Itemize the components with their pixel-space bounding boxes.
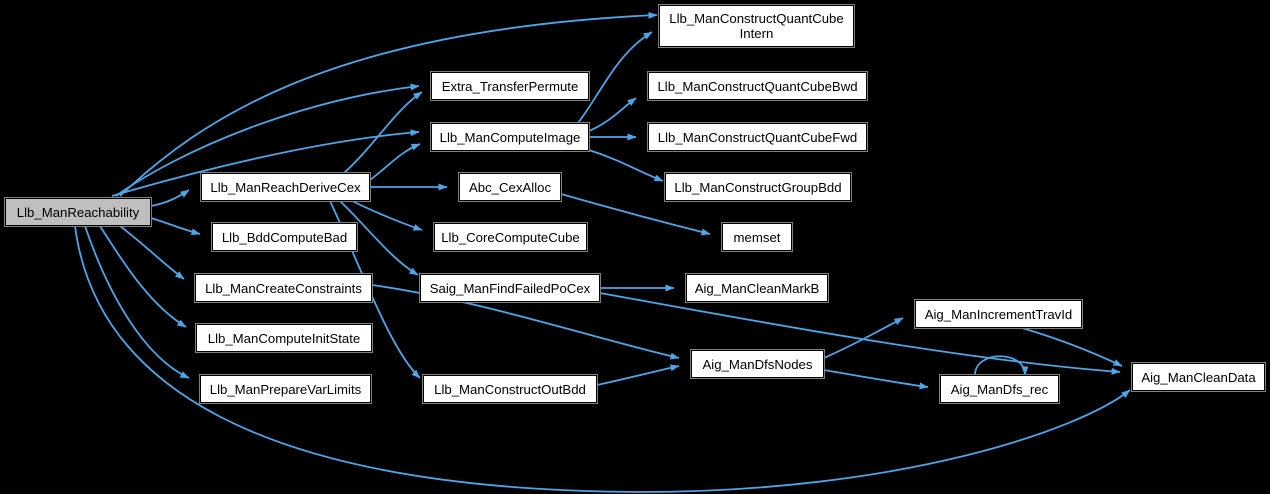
node-label: Aig_ManIncrementTravId [924,306,1073,322]
node-label: Extra_TransferPermute [441,78,579,94]
node-llb_bddcomputebad[interactable]: Llb_BddComputeBad [211,222,358,252]
node-label: Aig_ManDfs_rec [950,381,1049,397]
edge-n0-to-n6 [150,189,190,207]
edge-n4-to-n2 [588,97,637,132]
node-llb_mancreateconstraints[interactable]: Llb_ManCreateConstraints [194,273,373,303]
node-aig_mandfsnodes[interactable]: Aig_ManDfsNodes [690,349,825,379]
node-aig_mancleandata[interactable]: Aig_ManCleanData [1131,362,1266,392]
edge-n0-to-n1 [119,11,658,197]
edge-n0-to-n15 [99,225,187,328]
edge-n0-to-n4 [111,129,420,197]
node-label: Llb_ManConstructOutBdd [434,381,586,397]
node-label: Llb_ManPrepareVarLimits [209,381,362,397]
edge-paths [74,11,1131,493]
node-label: Aig_ManCleanMarkB [694,280,820,296]
node-memset[interactable]: memset [721,222,793,252]
node-label: Llb_ManConstructQuantCube Intern [669,11,844,41]
node-aig_manincrementtravid[interactable]: Aig_ManIncrementTravId [914,299,1083,329]
node-label: Llb_ManReachability [16,204,140,220]
node-llb_mancomputeimage[interactable]: Llb_ManComputeImage [430,122,590,152]
node-label: Llb_ManComputeImage [439,129,581,145]
edge-n0-to-n3 [115,83,420,197]
node-label: Llb_ManReachDeriveCex [210,179,361,195]
node-llb_mancomputeinitstate[interactable]: Llb_ManComputeInitState [195,323,373,353]
edge-n16-to-n18 [1021,327,1123,367]
node-label: Llb_ManComputeInitState [207,330,361,346]
node-label: Llb_CoreComputeCube [441,229,580,245]
edge-n6-to-n10 [351,200,423,231]
edge-n17-to-n21 [823,369,929,390]
node-label: Llb_ManCreateConstraints [205,280,362,296]
node-llb_manconstructoutbdd[interactable]: Llb_ManConstructOutBdd [422,374,598,404]
node-llb_manreachderivecex[interactable]: Llb_ManReachDeriveCex [200,172,371,202]
node-label: Aig_ManCleanData [1141,369,1256,385]
edge-n0-to-n19 [84,225,190,379]
node-label: Llb_BddComputeBad [221,229,348,245]
node-extra_transferpermute[interactable]: Extra_TransferPermute [430,71,590,101]
edge-n6-to-n4 [369,143,421,181]
edge-n13-to-n18 [599,292,1121,375]
node-label: Abc_CexAlloc [468,179,552,195]
edge-n6-to-n3 [343,91,423,174]
node-llb_manconstructquantcubebwd[interactable]: Llb_ManConstructQuantCubeBwd [647,71,868,101]
edge-n0-to-n12 [119,225,185,280]
node-label: Llb_ManConstructQuantCubeFwd [657,129,858,145]
edge-n4-to-n1 [577,31,653,124]
edge-n20-to-n17 [596,364,680,386]
node-llb_corecomputecube[interactable]: Llb_CoreComputeCube [433,222,588,252]
edge-n17-to-n16 [823,317,904,359]
edge-n12-to-n17 [371,284,680,360]
node-label: memset [733,229,781,245]
node-llb_manpreparevarlimits[interactable]: Llb_ManPrepareVarLimits [199,374,372,404]
node-label: Aig_ManDfsNodes [702,356,813,372]
node-saig_manfindfailedpocex[interactable]: Saig_ManFindFailedPoCex [419,273,601,303]
edge-n4-to-n8 [588,149,664,182]
node-aig_mancleanmarkb[interactable]: Aig_ManCleanMarkB [685,273,829,303]
node-label: Llb_ManConstructQuantCubeBwd [657,78,858,94]
edge-n0-to-n18 [74,225,1131,493]
edge-n0-to-n9 [150,217,201,236]
node-llb_manreachability[interactable]: Llb_ManReachability [4,197,152,227]
node-aig_mandfs_rec[interactable]: Aig_ManDfs_rec [939,374,1060,404]
node-llb_manconstructquantcubeintern[interactable]: Llb_ManConstructQuantCube Intern [658,4,855,48]
edge-n21-to-n21 [974,355,1029,376]
node-label: Saig_ManFindFailedPoCex [429,280,591,296]
edge-n7-to-n11 [560,193,711,236]
edge-n6-to-n13 [339,200,419,276]
node-llb_manconstructgroupbdd[interactable]: Llb_ManConstructGroupBdd [664,172,852,202]
node-abc_cexalloc[interactable]: Abc_CexAlloc [458,172,562,202]
node-label: Llb_ManConstructGroupBdd [674,179,842,195]
node-llb_manconstructquantcubefwd[interactable]: Llb_ManConstructQuantCubeFwd [647,122,868,152]
